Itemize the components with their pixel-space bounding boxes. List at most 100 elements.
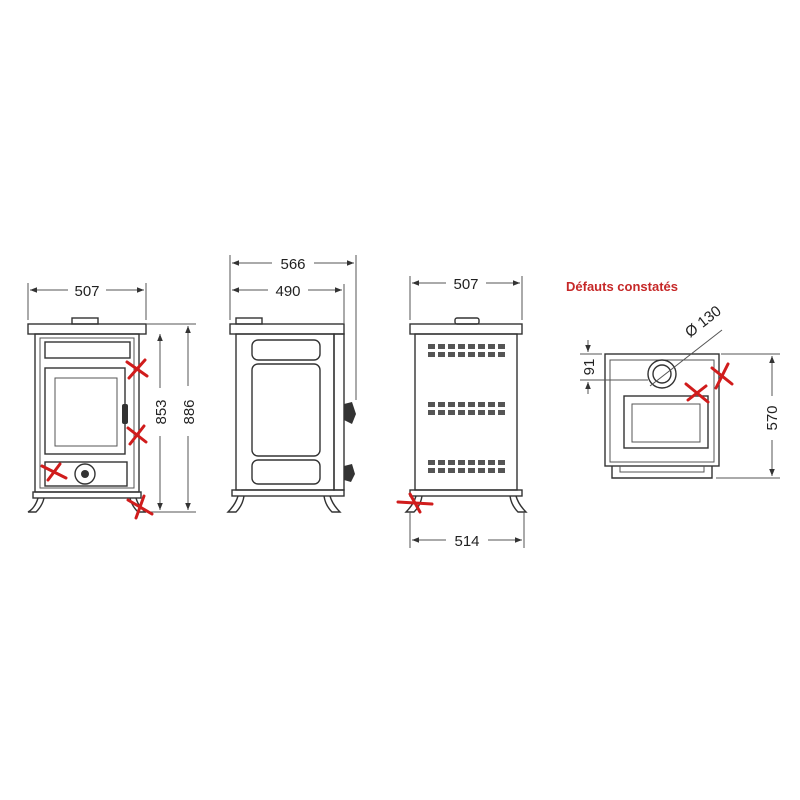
side-base: [231, 489, 345, 497]
front-height-inner-label: 853: [153, 399, 170, 424]
vent-slot: [448, 402, 455, 407]
side-left-leg: [226, 495, 245, 513]
vent-slot: [458, 460, 465, 465]
top-cooking-plate: [623, 395, 709, 449]
vent-slot: [468, 460, 475, 465]
back-base: [409, 489, 523, 497]
front-top-plate: [27, 323, 147, 335]
vent-slot: [458, 402, 465, 407]
front-body-inner: [39, 337, 135, 489]
side-panel-bottom: [251, 459, 321, 485]
vent-slot: [438, 352, 445, 357]
back-flue-cap: [454, 317, 480, 325]
front-left-leg: [27, 497, 45, 513]
top-outline: [604, 353, 720, 467]
side-door-handle: [344, 402, 356, 424]
vent-slot: [478, 410, 485, 415]
side-right-leg: [323, 495, 342, 513]
vent-slot: [498, 344, 505, 349]
defect-mark: [396, 492, 434, 514]
vent-slot: [488, 344, 495, 349]
defect-mark: [126, 424, 148, 446]
vent-slot: [488, 468, 495, 473]
vent-slot: [428, 460, 435, 465]
side-top-lid: [235, 317, 263, 325]
vent-slot: [428, 344, 435, 349]
defects-note: Défauts constatés: [566, 279, 678, 294]
side-panel-middle: [251, 363, 321, 457]
vent-slot: [448, 410, 455, 415]
vent-slot: [468, 402, 475, 407]
vent-slot: [478, 468, 485, 473]
back-width-top-label: 507: [453, 276, 478, 293]
vent-slot: [468, 344, 475, 349]
defect-mark: [125, 358, 149, 380]
front-door-glass: [54, 377, 118, 447]
vent-slot: [488, 352, 495, 357]
vent-slot: [468, 352, 475, 357]
vent-slot: [498, 352, 505, 357]
vent-slot: [438, 468, 445, 473]
vent-slot: [448, 468, 455, 473]
door-handle: [122, 404, 128, 424]
vent-slot: [478, 402, 485, 407]
vent-slot: [448, 352, 455, 357]
vent-slot: [438, 344, 445, 349]
front-fire-door: [44, 367, 126, 455]
defect-mark: [684, 382, 710, 404]
vent-slot: [448, 344, 455, 349]
vent-slot: [488, 410, 495, 415]
front-ash-drawer: [44, 461, 128, 487]
front-view: 507 853 886: [27, 283, 198, 513]
side-panel-top: [251, 339, 321, 361]
top-front-rail: [611, 466, 713, 479]
defect-mark: [40, 462, 68, 482]
vent-slot: [468, 468, 475, 473]
back-vent-grilles: [428, 344, 505, 473]
vent-slot: [458, 352, 465, 357]
vent-slot: [478, 344, 485, 349]
vent-slot: [428, 352, 435, 357]
top-view: Ø 130 91 570: [580, 303, 781, 479]
front-base: [32, 491, 142, 499]
vent-slot: [478, 352, 485, 357]
side-front-edge: [333, 333, 345, 491]
top-offset-label: 91: [581, 359, 598, 376]
side-drawer-handle: [344, 464, 355, 482]
vent-slot: [428, 468, 435, 473]
vent-slot: [498, 410, 505, 415]
vent-slot: [428, 410, 435, 415]
vent-slot: [488, 402, 495, 407]
back-right-leg: [509, 495, 528, 513]
top-inner-outline: [609, 359, 715, 463]
top-depth-label: 570: [764, 405, 781, 430]
vent-slot: [488, 460, 495, 465]
vent-slot: [468, 410, 475, 415]
vent-slot: [438, 460, 445, 465]
side-depth-body-label: 490: [275, 283, 300, 300]
vent-slot: [458, 468, 465, 473]
vent-slot: [448, 460, 455, 465]
defect-mark: [126, 494, 154, 520]
defect-mark: [710, 362, 734, 390]
front-height-total-label: 886: [181, 399, 198, 424]
defect-marks: [40, 358, 734, 520]
flue-diameter-label: Ø 130: [682, 303, 725, 342]
front-upper-panel: [44, 341, 131, 359]
flue-collar: [647, 359, 677, 389]
front-top-lid: [71, 317, 99, 325]
side-view: 566 490: [226, 255, 357, 513]
back-view: 507 514: [404, 276, 528, 550]
vent-slot: [458, 410, 465, 415]
vent-slot: [438, 402, 445, 407]
vent-slot: [498, 402, 505, 407]
vent-slot: [458, 344, 465, 349]
vent-slot: [478, 460, 485, 465]
top-cooking-plate-inner: [631, 403, 701, 443]
side-depth-total-label: 566: [280, 256, 305, 273]
vent-slot: [438, 410, 445, 415]
back-width-base-label: 514: [454, 533, 479, 550]
front-width-label: 507: [74, 283, 99, 300]
vent-slot: [498, 468, 505, 473]
